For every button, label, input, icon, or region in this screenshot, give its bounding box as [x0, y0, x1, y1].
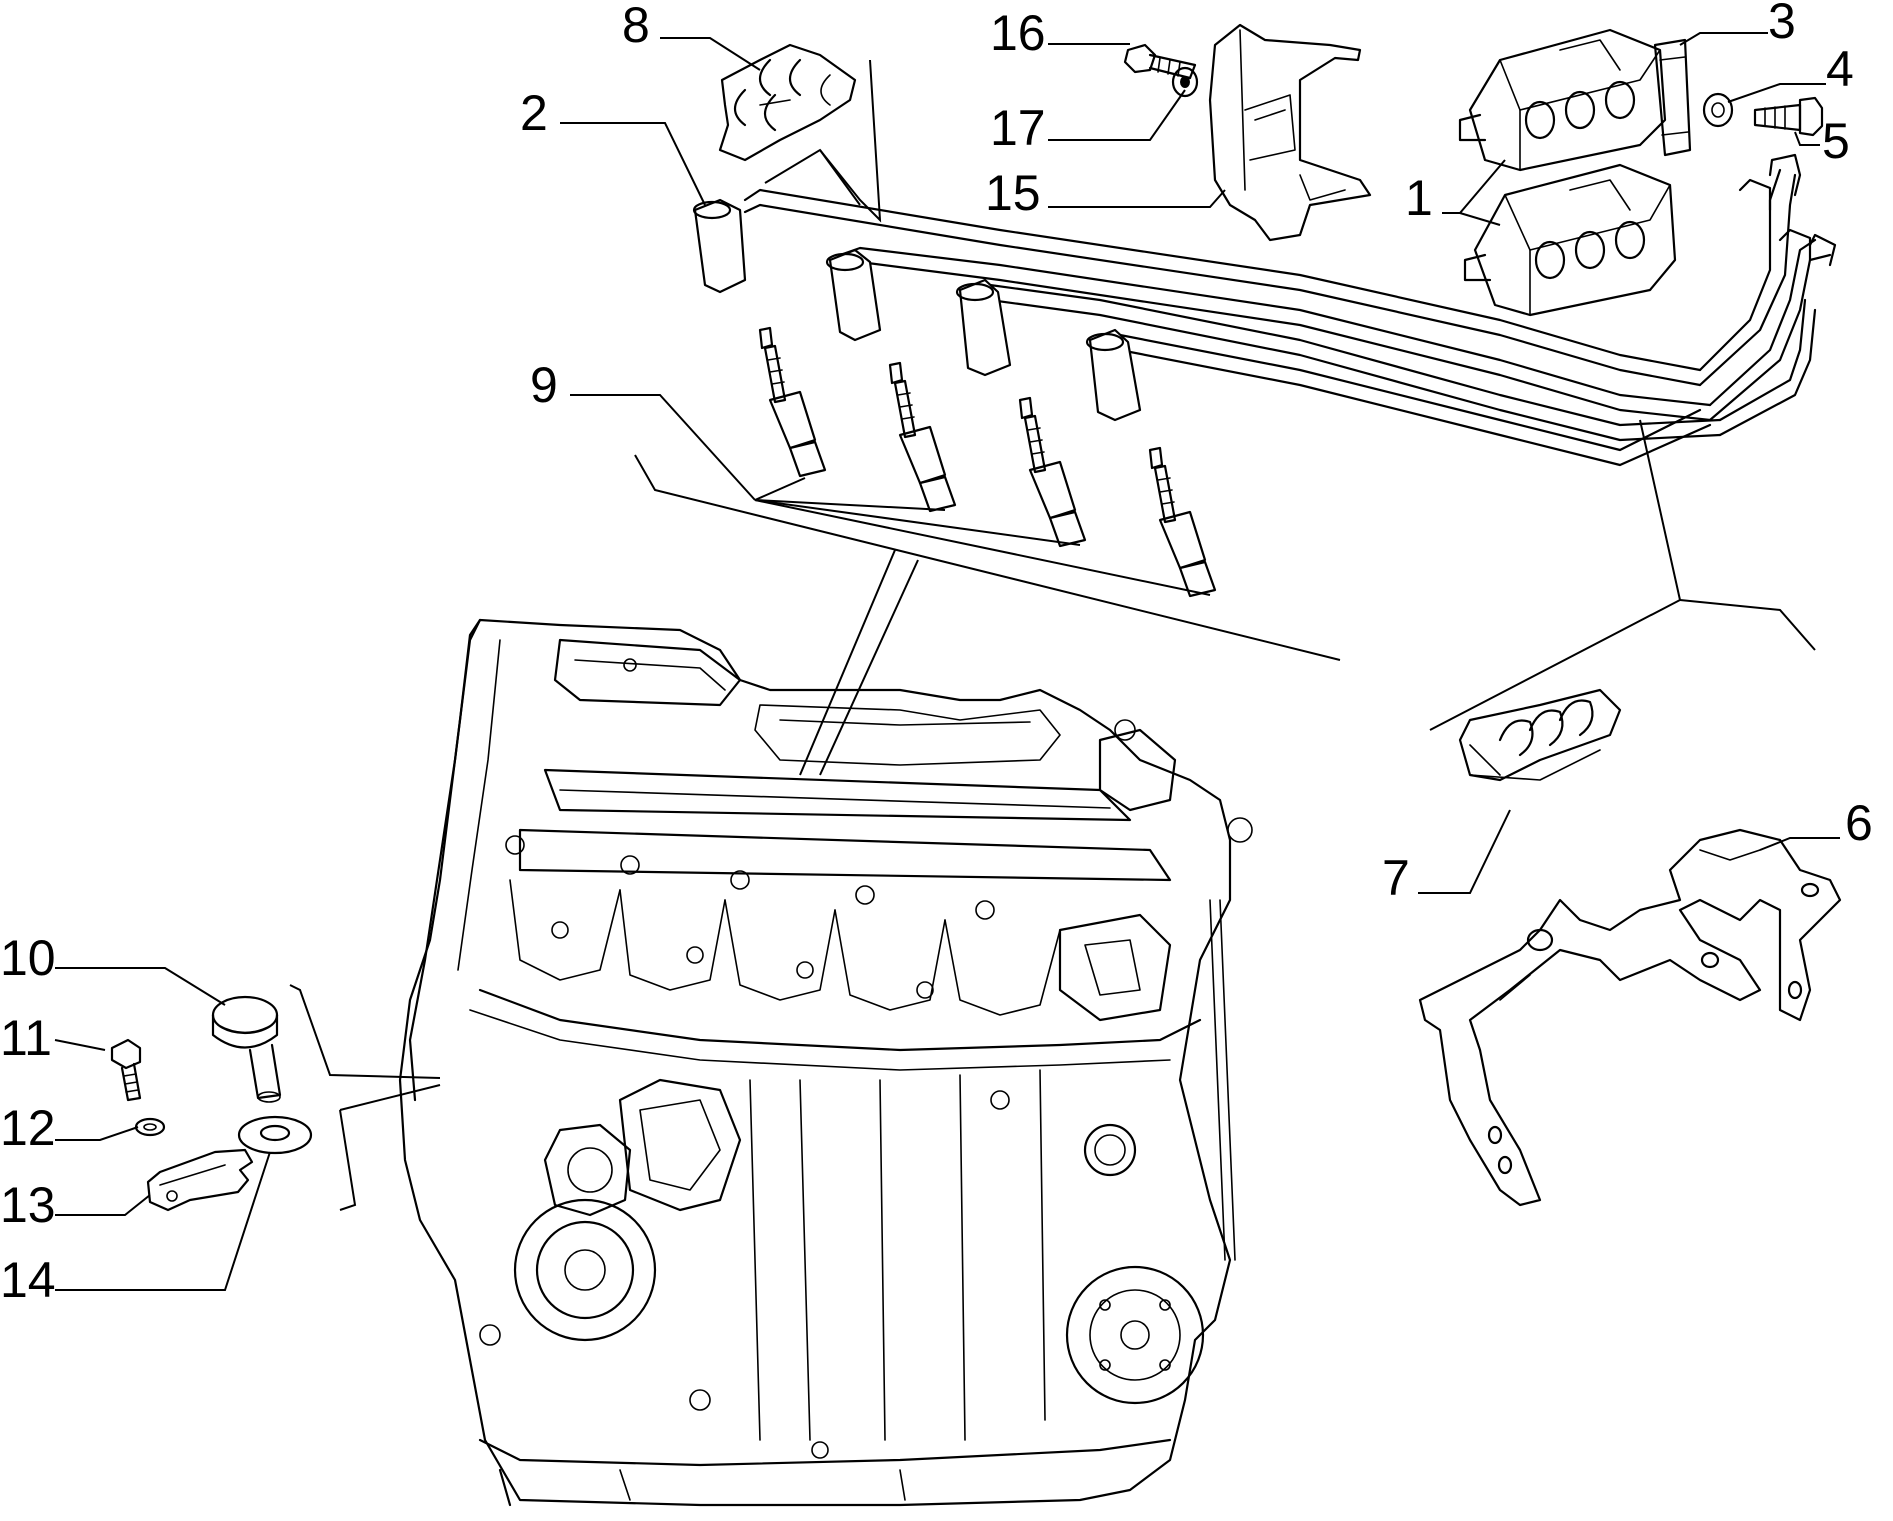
engine-block — [398, 618, 1253, 1507]
callout-6: 6 — [1845, 795, 1873, 851]
spark-plug-1 — [758, 326, 827, 478]
part-13-clamp — [146, 1148, 254, 1212]
callout-13: 13 — [0, 1177, 56, 1233]
callout-9: 9 — [530, 357, 558, 413]
callout-15: 15 — [985, 165, 1041, 221]
callout-14: 14 — [0, 1252, 56, 1308]
part-10-sensor — [211, 995, 282, 1103]
leader-lines — [54, 32, 1840, 1291]
callout-17: 17 — [990, 100, 1046, 156]
part-2-ignition-lead-set — [692, 153, 1837, 467]
callout-10: 10 — [0, 930, 56, 986]
spark-plug-4 — [1148, 446, 1217, 598]
callout-16: 16 — [990, 5, 1046, 61]
callout-2: 2 — [520, 85, 548, 141]
callout-1: 1 — [1405, 170, 1433, 226]
part-14-seal-ring — [237, 1115, 313, 1155]
part-17-washer — [1171, 66, 1199, 98]
callout-12: 12 — [0, 1100, 56, 1156]
spark-plug-2 — [888, 361, 957, 513]
callout-11: 11 — [0, 1010, 52, 1066]
part-12-washer — [134, 1117, 166, 1137]
part-7-lead-holder — [1458, 688, 1622, 782]
part-6-bracket — [1418, 828, 1842, 1207]
part-8-cable-clip — [718, 43, 857, 162]
callout-8: 8 — [622, 0, 650, 53]
part-4-washer — [1702, 92, 1734, 128]
part-1-ignition-coils — [1458, 28, 1677, 317]
part-11-bolt — [110, 1038, 142, 1102]
callout-4: 4 — [1826, 41, 1854, 97]
callout-7: 7 — [1382, 850, 1410, 906]
callout-labels: 1 2 3 4 5 6 7 8 9 10 11 12 13 14 15 16 1… — [0, 0, 1873, 1308]
part-5-screw — [1753, 96, 1824, 137]
part-15-coil-cover — [1208, 23, 1372, 242]
callout-5: 5 — [1822, 113, 1850, 169]
part-9-spark-plugs — [758, 326, 1217, 598]
part-3-clip — [1653, 38, 1692, 157]
spark-plug-3 — [1018, 396, 1087, 548]
part-16-bolt — [1123, 43, 1197, 80]
callout-3: 3 — [1768, 0, 1796, 49]
